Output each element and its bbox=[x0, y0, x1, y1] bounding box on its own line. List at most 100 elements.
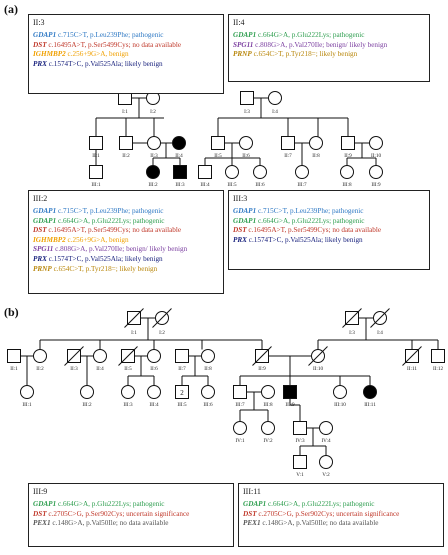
variant-line: GDAP1 c.664G>A, p.Glu222Lys; pathogenic bbox=[233, 217, 425, 227]
individual-id: II:10 bbox=[371, 153, 381, 159]
female-symbol bbox=[261, 385, 275, 399]
female-symbol bbox=[261, 421, 275, 435]
variant-description: c.808G>A, p.Val270Ile; benign/ likely be… bbox=[253, 40, 388, 49]
individual-id: IV:1 bbox=[235, 438, 245, 444]
individual-id-V-1: V:1 bbox=[296, 472, 304, 478]
variant-line: DST c.16495A>T, p.Ser5499Cys; no data av… bbox=[233, 226, 425, 236]
individual-id: IV:2 bbox=[263, 438, 273, 444]
gene-symbol: GDAP1 bbox=[33, 216, 57, 225]
gene-symbol: PRX bbox=[33, 254, 47, 263]
individual-id-I-3: I:3 bbox=[244, 109, 250, 115]
male-symbol bbox=[198, 165, 212, 179]
female-symbol bbox=[20, 385, 34, 399]
box-title: II:4 bbox=[233, 18, 245, 27]
female-symbol bbox=[147, 349, 161, 363]
variant-description: c.664G>A, p.Glu222Lys; pathogenic bbox=[56, 216, 165, 225]
female-symbol bbox=[309, 136, 323, 150]
individual-id: III:9 bbox=[371, 182, 381, 188]
variant-description: c.148G>A, p.Val50Ile; no data available bbox=[50, 519, 169, 528]
individual-id: II:3 bbox=[70, 366, 78, 372]
female-symbol bbox=[363, 385, 377, 399]
deceased-slash bbox=[402, 346, 422, 366]
individual-id: II:8 bbox=[312, 153, 320, 159]
variant-line: GDAP1 c.715C>T, p.Leu239Phe; pathogenic bbox=[33, 207, 219, 217]
female-symbol bbox=[201, 349, 215, 363]
female-symbol bbox=[146, 165, 160, 179]
individual-id: III:5 bbox=[177, 402, 187, 408]
deceased-slash bbox=[118, 346, 138, 366]
variant-line: GDAP1 c.664G>A, p.Glu222Lys; pathogenic bbox=[233, 31, 425, 41]
individual-id: II:2 bbox=[122, 153, 130, 159]
male-symbol bbox=[173, 165, 187, 179]
gene-symbol: PRNP bbox=[33, 264, 52, 273]
box-title: III:11 bbox=[243, 487, 261, 496]
variant-line: IGHMBP2 c.256+9G>A, benign bbox=[33, 50, 219, 60]
individual-id-I-1: I:1 bbox=[131, 330, 137, 336]
male-symbol bbox=[7, 349, 21, 363]
female-symbol bbox=[239, 136, 253, 150]
variant-description: c.715C>T, p.Leu239Phe; pathogenic bbox=[256, 207, 364, 215]
individual-id: II:8 bbox=[204, 366, 212, 372]
gene-symbol: PEX1 bbox=[243, 519, 261, 528]
variant-description: c.256+9G>A, benign bbox=[65, 235, 129, 244]
deceased-slash bbox=[252, 346, 272, 366]
female-symbol bbox=[319, 421, 333, 435]
male-symbol bbox=[283, 385, 297, 399]
variant-description: c.654C>T, p.Tyr218=; likely benign bbox=[251, 50, 358, 59]
variant-line: PRNP c.654C>T, p.Tyr218=; likely benign bbox=[33, 265, 219, 275]
box-title: III:9 bbox=[33, 487, 48, 496]
variant-description: c.256+9G>A, benign bbox=[65, 50, 129, 59]
gene-symbol: GDAP1 bbox=[33, 31, 57, 39]
individual-id-II-3: II:3 bbox=[150, 153, 158, 159]
individual-id: II:12 bbox=[433, 366, 443, 372]
variant-line: GDAP1 c.715C>T, p.Leu239Phe; pathogenic bbox=[33, 31, 219, 41]
individual-id: III:1 bbox=[22, 402, 32, 408]
panel-a-label: (a) bbox=[4, 2, 18, 16]
male-symbol bbox=[293, 421, 307, 435]
gene-symbol: PRX bbox=[233, 235, 247, 244]
sibship-count-symbol bbox=[175, 385, 189, 399]
variant-description: c.1574T>C, p.Val525Ala; likely benign bbox=[46, 59, 163, 68]
individual-id: II:6 bbox=[242, 153, 250, 159]
female-symbol bbox=[233, 421, 247, 435]
female-symbol bbox=[93, 349, 107, 363]
variant-line: PEX1 c.148G>A, p.Val50Ile; no data avail… bbox=[33, 519, 229, 529]
individual-id: II:11 bbox=[407, 366, 417, 372]
variant-description: c.654C>T, p.Tyr218=; likely benign bbox=[51, 264, 158, 273]
variant-line: GDAP1 c.664G>A, p.Glu222Lys; pathogenic bbox=[243, 500, 439, 510]
gene-symbol: SPG11 bbox=[233, 40, 254, 49]
individual-id-I-1: I:1 bbox=[122, 109, 128, 115]
gene-symbol: GDAP1 bbox=[233, 216, 257, 225]
female-symbol bbox=[121, 385, 135, 399]
variant-line: PRX c.1574T>C, p.Val525Ala; likely benig… bbox=[33, 60, 219, 70]
male-symbol bbox=[119, 136, 133, 150]
gene-symbol: PEX1 bbox=[33, 519, 51, 528]
variant-description: c.715C>T, p.Leu239Phe; pathogenic bbox=[56, 31, 164, 39]
variant-line: SPG11 c.808G>A, p.Val270Ile; benign/ lik… bbox=[33, 245, 219, 255]
variant-line: GDAP1 c.664G>A, p.Glu222Lys; pathogenic bbox=[33, 500, 229, 510]
variant-line: DST c.16495A>T, p.Ser5499Cys; no data av… bbox=[33, 226, 219, 236]
male-symbol bbox=[89, 136, 103, 150]
variant-description: c.664G>A, p.Glu222Lys; pathogenic bbox=[56, 500, 165, 508]
individual-id: II:2 bbox=[36, 366, 44, 372]
individual-id: III:4 bbox=[149, 402, 159, 408]
deceased-slash bbox=[370, 308, 390, 328]
male-symbol bbox=[211, 136, 225, 150]
individual-id-I-3: I:3 bbox=[349, 330, 355, 336]
variant-description: c.715C>T, p.Leu239Phe; pathogenic bbox=[56, 207, 164, 215]
deceased-slash bbox=[152, 308, 172, 328]
male-symbol bbox=[341, 136, 355, 150]
variant-line: DST c.16495A>T, p.Ser5499Cys; no data av… bbox=[33, 41, 219, 51]
box-title: III:2 bbox=[33, 194, 48, 203]
individual-id: III:2 bbox=[82, 402, 92, 408]
male-symbol bbox=[233, 385, 247, 399]
individual-id: III:1 bbox=[91, 182, 101, 188]
individual-id: III:3 bbox=[175, 182, 185, 188]
variant-description: c.1574T>C, p.Val525Ala; likely benign bbox=[46, 254, 163, 263]
variant-description: c.664G>A, p.Glu222Lys; pathogenic bbox=[256, 31, 365, 39]
gene-symbol: GDAP1 bbox=[33, 207, 57, 215]
